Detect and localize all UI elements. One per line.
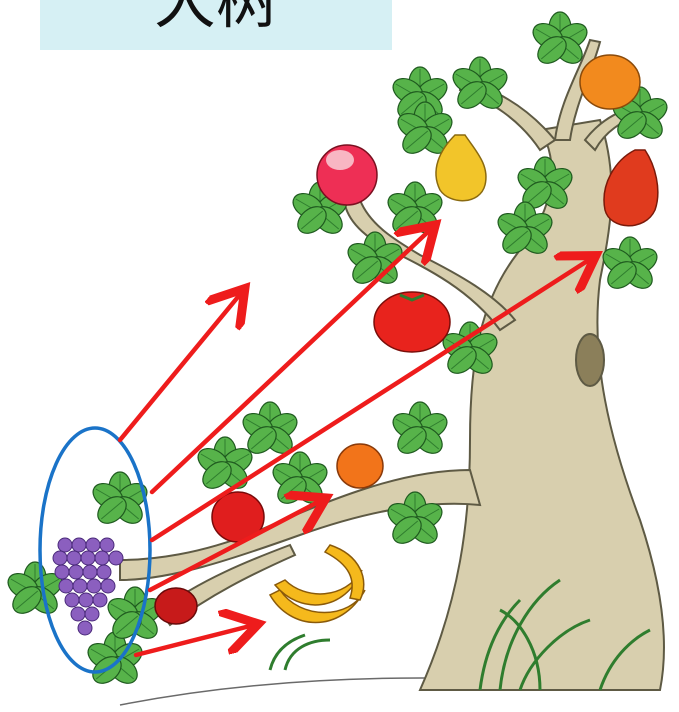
tomato-fruit — [374, 292, 450, 352]
arrow-1 — [120, 292, 242, 440]
grapes-fruit — [53, 538, 123, 635]
orange-top-fruit — [580, 55, 640, 109]
red-pear-fruit — [604, 150, 658, 226]
peach-fruit — [317, 145, 377, 205]
small-apple-fruit — [155, 588, 197, 624]
orange-lower-fruit — [337, 444, 383, 488]
trunk-knot — [576, 334, 604, 386]
